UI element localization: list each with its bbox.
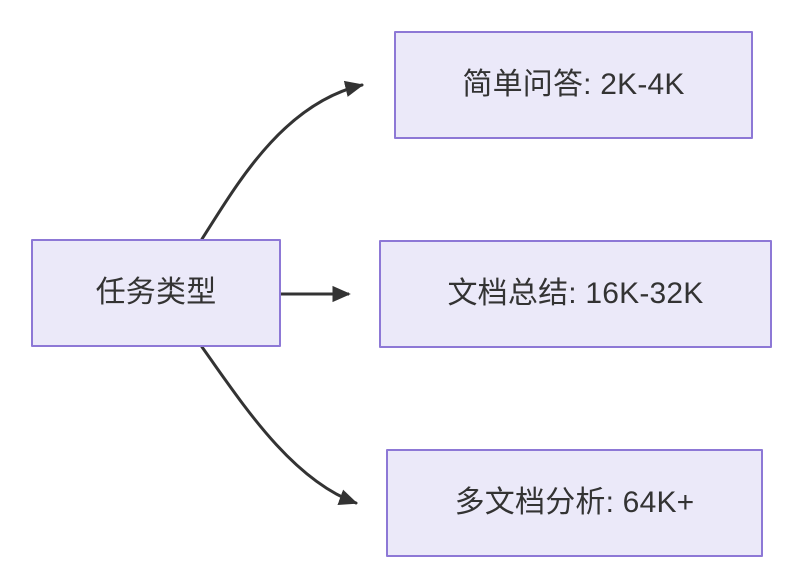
edge-source-multidoc [200, 345, 358, 505]
edge-source-simple-qa [200, 80, 364, 241]
node-label: 任务类型 [95, 276, 217, 309]
node-label: 简单问答: 2K-4K [462, 68, 685, 101]
node-label: 多文档分析: 64K+ [454, 486, 695, 519]
node-label: 文档总结: 16K-32K [447, 277, 704, 310]
node-doc-summary[interactable]: 文档总结: 16K-32K [379, 240, 772, 348]
node-multidoc[interactable]: 多文档分析: 64K+ [386, 449, 763, 557]
node-task-type[interactable]: 任务类型 [31, 239, 281, 347]
node-simple-qa[interactable]: 简单问答: 2K-4K [394, 31, 753, 139]
